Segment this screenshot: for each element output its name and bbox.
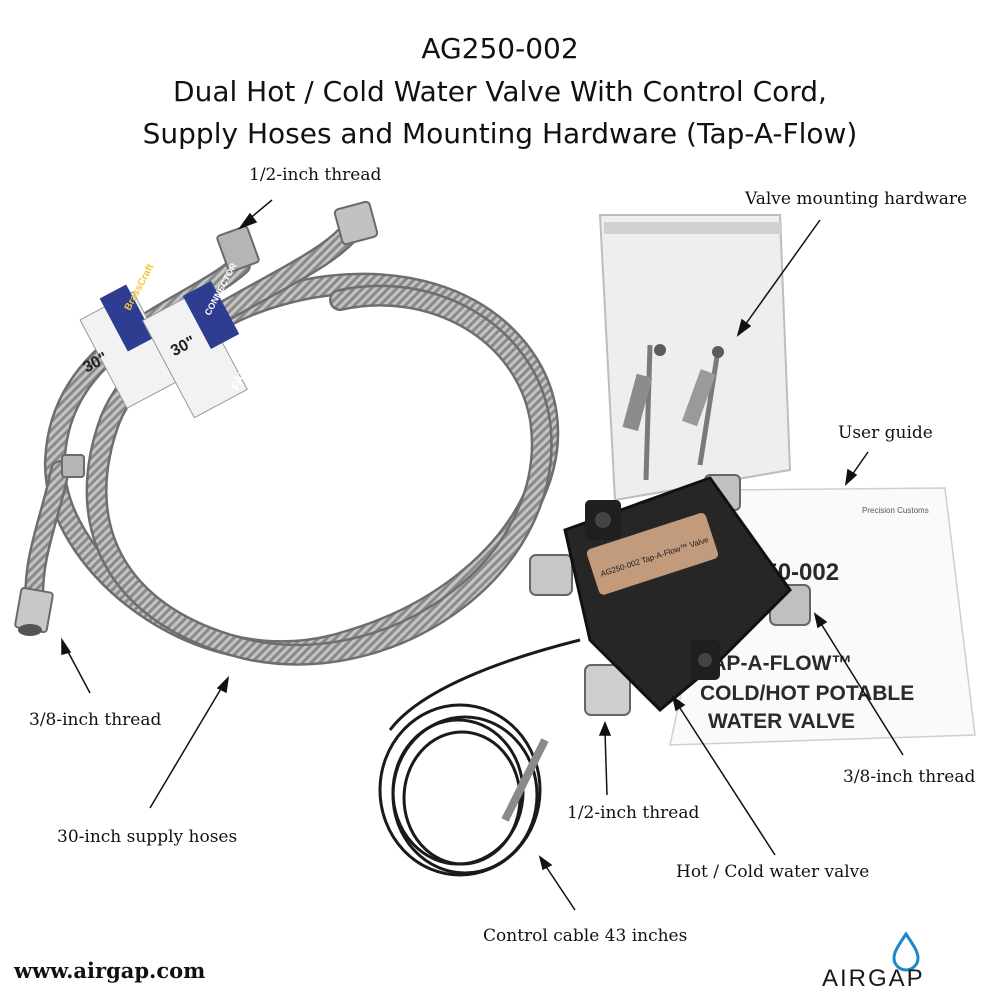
control-cable [378, 638, 581, 877]
airgap-logo: AIRGAP [822, 931, 925, 990]
website-url: www.airgap.com [14, 958, 206, 983]
logo-wordmark: AIRGAP [822, 965, 925, 990]
guide-company-text: Precision Customs [862, 506, 929, 515]
hot-cold-valve: AG250-002 Tap-A-Flow™ Valve [529, 474, 811, 716]
label-three-eighths-thread-right: 3/8-inch thread [843, 767, 976, 787]
hose-fittings [14, 200, 379, 636]
guide-line3-text: WATER VALVE [708, 710, 855, 733]
label-three-eighths-thread-left: 3/8-inch thread [29, 710, 162, 730]
label-valve: Hot / Cold water valve [676, 862, 870, 882]
hardware-bag [598, 214, 792, 502]
label-supply-hoses: 30-inch supply hoses [57, 827, 238, 847]
water-drop-icon [892, 931, 920, 972]
annotation-arrows [61, 199, 904, 911]
label-user-guide: User guide [838, 423, 933, 443]
hose-tags: 30" BrassCraft CONNECTOR 30" FAUCET [79, 261, 263, 419]
product-title-line-2: Dual Hot / Cold Water Valve With Control… [173, 75, 827, 108]
product-title-line-3: Supply Hoses and Mounting Hardware (Tap-… [142, 117, 858, 150]
label-half-inch-thread-top: 1/2-inch thread [249, 165, 382, 185]
label-control-cable: Control cable 43 inches [483, 926, 688, 946]
supply-hoses [24, 214, 560, 666]
guide-line2-text: COLD/HOT POTABLE [700, 682, 914, 705]
label-mounting-hardware: Valve mounting hardware [745, 189, 968, 209]
guide-line1-text: TAP-A-FLOW™ [700, 652, 852, 675]
product-code-title: AG250-002 [421, 32, 579, 65]
label-half-inch-thread-bottom: 1/2-inch thread [567, 803, 700, 823]
